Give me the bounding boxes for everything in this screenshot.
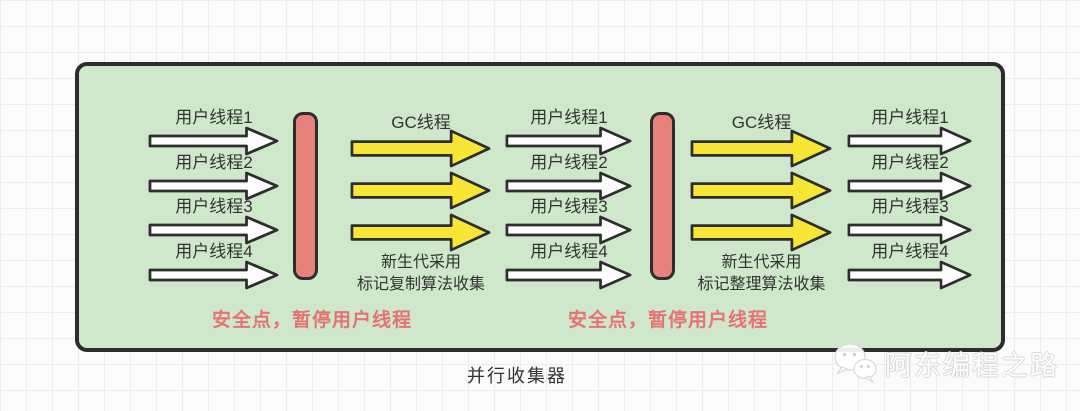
- thread-label: 用户线程3: [175, 197, 253, 216]
- thread-row: 用户线程1: [148, 108, 280, 156]
- diagram-title: 并行收集器: [467, 366, 567, 386]
- user-thread-arrow-icon: [148, 260, 279, 290]
- user-thread-arrow-icon: [505, 260, 632, 290]
- caption-line: 新生代采用: [380, 254, 461, 271]
- gc-thread-arrow-icon: [350, 129, 491, 168]
- user-thread-arrow-icon: [148, 126, 279, 156]
- safepoint-barrier-2: [650, 112, 675, 280]
- thread-label: 用户线程4: [871, 242, 949, 261]
- user-thread-group-1: 用户线程1 用户线程2 用户线程3 用户线程4: [148, 66, 280, 348]
- user-thread-arrow-icon: [148, 215, 279, 245]
- user-thread-arrow-icon: [847, 215, 972, 245]
- thread-row: 用户线程2: [505, 153, 633, 201]
- gc-thread-arrow-icon: [690, 171, 832, 210]
- thread-row: 用户线程3: [847, 197, 973, 245]
- thread-row: 用户线程4: [505, 242, 633, 290]
- algorithm-caption-mark-compact: 新生代采用 标记整理算法收集: [662, 252, 862, 296]
- thread-label: 用户线程1: [530, 108, 608, 127]
- thread-row: 用户线程2: [148, 153, 280, 201]
- thread-row: 用户线程4: [847, 242, 973, 290]
- thread-label: 用户线程3: [530, 197, 608, 216]
- thread-label: 用户线程4: [530, 242, 608, 261]
- user-thread-arrow-icon: [505, 126, 632, 156]
- safepoint-note-2: 安全点，暂停用户线程: [567, 310, 768, 331]
- thread-label: 用户线程4: [175, 242, 253, 261]
- thread-row: 用户线程3: [505, 197, 633, 245]
- gc-thread-label: GC线程: [391, 113, 451, 132]
- thread-label: 用户线程2: [175, 153, 253, 172]
- thread-label: 用户线程1: [871, 108, 949, 127]
- safepoint-note-1: 安全点，暂停用户线程: [211, 310, 412, 331]
- gc-thread-arrow-icon: [690, 129, 832, 168]
- watermark: 阿东编程之路: [832, 340, 1059, 386]
- thread-label: 用户线程2: [530, 153, 608, 172]
- thread-label: 用户线程2: [871, 153, 949, 172]
- thread-row: 用户线程4: [148, 242, 280, 290]
- gc-thread-arrow-icon: [350, 171, 491, 210]
- user-thread-arrow-icon: [847, 260, 972, 290]
- user-thread-arrow-icon: [847, 126, 972, 156]
- caption-line: 新生代采用: [721, 254, 802, 271]
- thread-row: 用户线程1: [847, 108, 973, 156]
- thread-label: 用户线程1: [175, 108, 253, 127]
- gc-thread-arrow-icon: [690, 213, 832, 252]
- parallel-collector-panel: 用户线程1 用户线程2 用户线程3 用户线程4 GC线程 新生代采用 标记复制算…: [75, 62, 1005, 352]
- user-thread-arrow-icon: [505, 171, 632, 201]
- algorithm-caption-mark-copy: 新生代采用 标记复制算法收集: [321, 252, 521, 296]
- user-thread-arrow-icon: [148, 171, 279, 201]
- thread-row: 用户线程2: [847, 153, 973, 201]
- thread-row: 用户线程1: [505, 108, 633, 156]
- wechat-chat-bubbles-icon: [834, 343, 877, 384]
- user-thread-arrow-icon: [505, 215, 632, 245]
- gc-phase-mark-copy: GC线程 新生代采用 标记复制算法收集: [350, 66, 492, 348]
- thread-label: 用户线程3: [871, 197, 949, 216]
- gc-phase-mark-compact: GC线程 新生代采用 标记整理算法收集: [690, 66, 833, 348]
- safepoint-barrier-1: [293, 112, 318, 280]
- thread-row: 用户线程3: [148, 197, 280, 245]
- watermark-text: 阿东编程之路: [885, 350, 1059, 381]
- user-thread-arrow-icon: [847, 171, 972, 201]
- user-thread-group-3: 用户线程1 用户线程2 用户线程3 用户线程4: [847, 66, 973, 348]
- caption-line: 标记整理算法收集: [697, 276, 826, 293]
- caption-line: 标记复制算法收集: [356, 276, 485, 293]
- gc-thread-label: GC线程: [731, 113, 792, 132]
- gc-thread-arrow-icon: [350, 213, 491, 252]
- user-thread-group-2: 用户线程1 用户线程2 用户线程3 用户线程4: [505, 66, 633, 348]
